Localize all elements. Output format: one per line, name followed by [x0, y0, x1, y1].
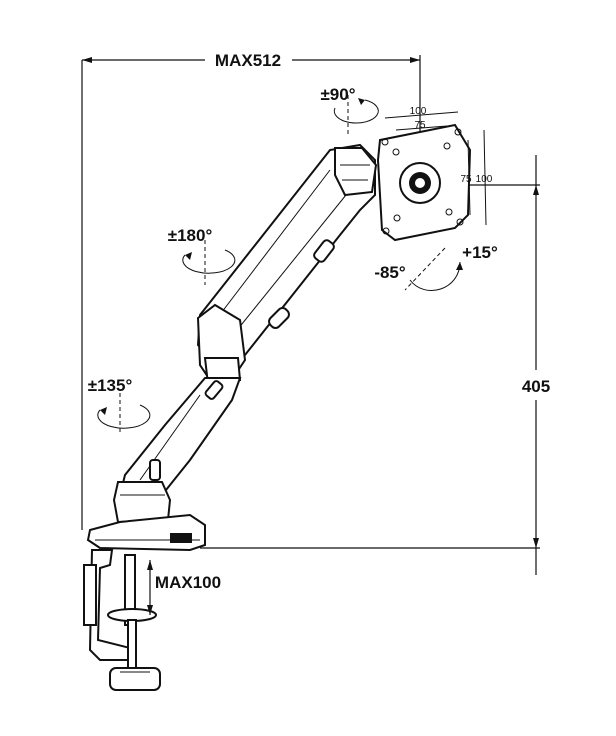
- rotation-90-indicator: ±90°: [320, 85, 379, 135]
- height-label: 405: [522, 377, 550, 396]
- clamp-max-dimension: MAX100: [147, 560, 221, 615]
- max-reach-dimension: MAX512: [81, 51, 421, 530]
- vesa-plate: [376, 123, 472, 242]
- base-column: [86, 481, 206, 552]
- vesa-75-vertical: 75: [460, 174, 472, 185]
- rotation-180-indicator: ±180°: [168, 226, 236, 285]
- vesa-100-horizontal: 100: [410, 106, 427, 117]
- vesa-75-horizontal: 75: [414, 120, 426, 131]
- lower-arm: [118, 377, 242, 496]
- max-reach-label: MAX512: [215, 51, 281, 70]
- tilt-up-label: +15°: [462, 243, 498, 262]
- rotation-180-label: ±180°: [168, 226, 213, 245]
- tilt-indicator: +15° -85°: [374, 243, 498, 291]
- vesa-dimensions: 100 75 75 100: [384, 106, 493, 226]
- upper-arm: [196, 143, 378, 362]
- height-dimension: 405: [200, 155, 550, 575]
- rotation-135-indicator: ±135°: [88, 376, 151, 435]
- clamp-max-label: MAX100: [155, 573, 221, 592]
- tilt-down-label: -85°: [374, 263, 406, 282]
- desk-clamp: [83, 549, 161, 691]
- rotation-135-label: ±135°: [88, 376, 133, 395]
- rotation-90-label: ±90°: [320, 85, 355, 104]
- vesa-100-vertical: 100: [476, 174, 493, 185]
